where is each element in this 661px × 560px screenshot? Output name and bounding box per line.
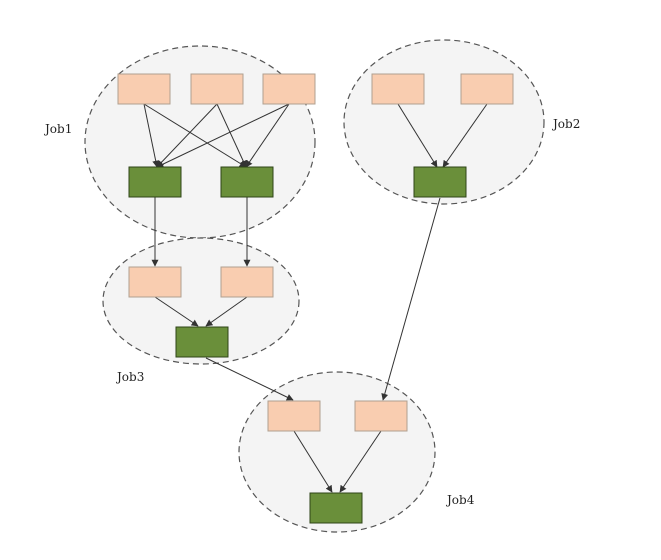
job3-input-node-1 <box>128 266 182 298</box>
edge-job4-in1-out <box>293 430 333 493</box>
job4-label: Job4 <box>445 493 475 507</box>
job3-input-node-2 <box>220 266 274 298</box>
job1-output-node-2 <box>220 166 274 198</box>
output-nodes <box>128 166 467 524</box>
job2-input-node-2 <box>460 73 514 105</box>
input-nodes <box>117 73 514 432</box>
edge-job1-in2-out1 <box>156 103 218 168</box>
job1-input-node-1 <box>117 73 171 105</box>
job1-output-node-1 <box>128 166 182 198</box>
edge-job2-out-job4-in2 <box>381 197 441 401</box>
job1-label: Job1 <box>43 122 72 136</box>
edge-job1-in1-out2 <box>143 103 247 168</box>
job2-input-node-1 <box>371 73 425 105</box>
job4-output-node <box>309 492 363 524</box>
job-labels: Job1 Job2 Job3 Job4 <box>43 117 580 507</box>
job2-output-node <box>413 166 467 198</box>
edge-job1-in2-out2 <box>216 103 247 168</box>
edge-job3-out-job4-in1 <box>205 357 294 401</box>
job4-input-node-1 <box>267 400 321 432</box>
job4-input-node-2 <box>354 400 408 432</box>
job1-input-node-2 <box>190 73 244 105</box>
edge-job4-in2-out <box>339 430 382 493</box>
edges <box>143 103 488 493</box>
edge-job3-in2-out <box>205 296 248 327</box>
edge-job1-in1-out1 <box>143 103 160 168</box>
edge-job2-in1-out <box>397 103 438 168</box>
edge-job2-in2-out <box>442 103 488 168</box>
edge-job1-in3-out1 <box>156 103 290 168</box>
edge-job3-in1-out <box>154 296 199 327</box>
job3-label: Job3 <box>115 370 144 384</box>
edge-job1-in3-out2 <box>245 103 290 168</box>
job1-input-node-3 <box>262 73 316 105</box>
job2-label: Job2 <box>551 117 580 131</box>
job3-output-node <box>175 326 229 358</box>
